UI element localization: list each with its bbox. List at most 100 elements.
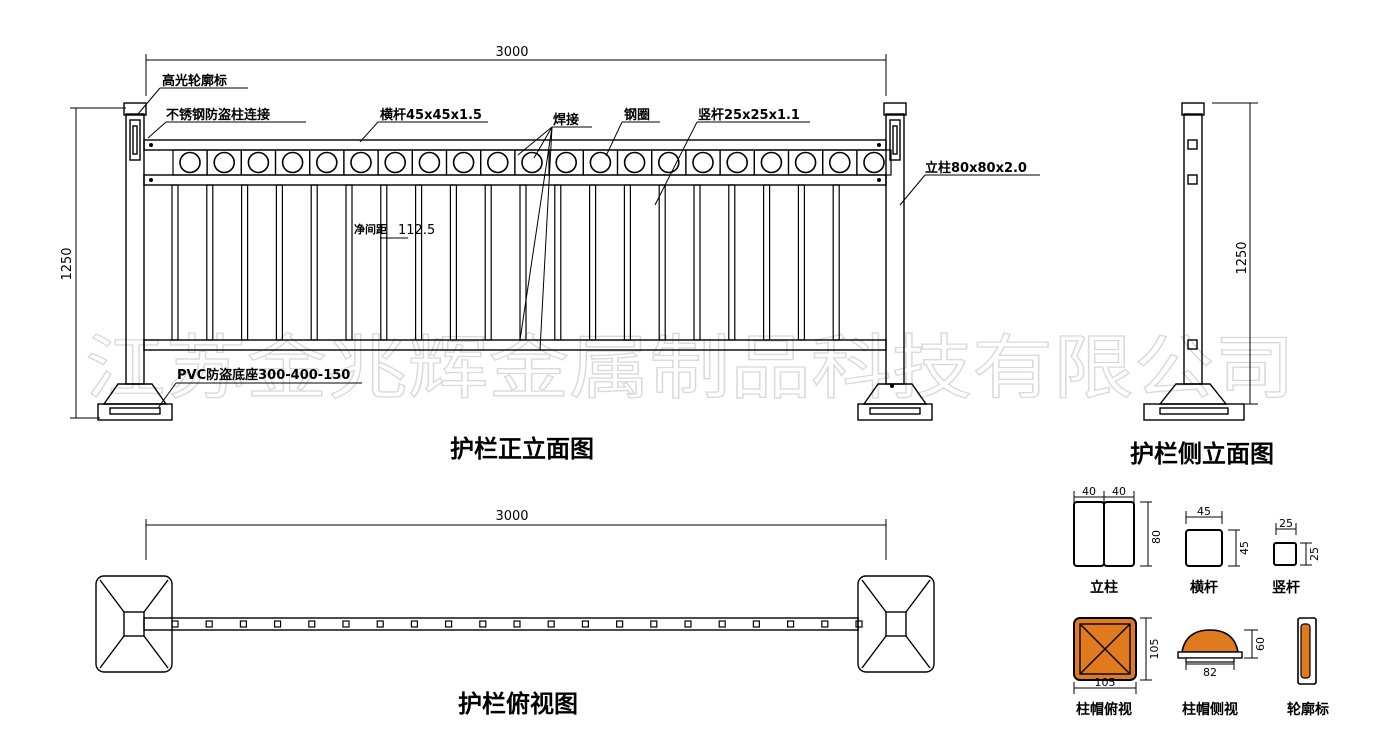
ring-cell [206, 149, 242, 176]
steel-ring [247, 151, 270, 174]
ring-cell [616, 149, 653, 176]
picket-plan-mark [308, 620, 316, 628]
ring-cell [240, 149, 276, 176]
top-view-caption: 护栏俯视图 [458, 689, 578, 718]
label-weld: 焊接 [553, 112, 579, 128]
picket [206, 184, 214, 341]
side-height-dim: 1250 [1235, 241, 1250, 274]
picket [275, 184, 283, 341]
side-elevation: 1250 护栏侧立面图 [1130, 102, 1274, 468]
picket [310, 184, 318, 341]
picket-detail-caption: 竖杆 [1272, 579, 1300, 596]
label-picket: 竖杆25x25x1.1 [698, 107, 800, 123]
ring-cell [787, 149, 824, 176]
right-base-plan [857, 575, 935, 673]
picket-plan-mark [718, 620, 726, 628]
top-view: 3000 护栏俯视图 [95, 509, 935, 718]
side-view-caption: 护栏侧立面图 [1130, 439, 1274, 468]
top-rail-plan [143, 617, 859, 631]
ring-cell [719, 149, 755, 176]
steel-ring [555, 151, 578, 174]
cap-side-caption: 柱帽侧视 [1182, 701, 1238, 718]
picket-detail-h: 25 [1308, 547, 1321, 561]
steel-ring [384, 151, 407, 174]
picket-plan-mark [342, 620, 350, 628]
label-base: PVC防盗底座300-400-150 [177, 367, 350, 383]
picket-detail-w: 25 [1279, 517, 1293, 530]
detail-post: 40 40 80 立柱 [1073, 485, 1163, 596]
steel-ring [521, 151, 543, 174]
picket [415, 184, 423, 341]
picket [832, 184, 840, 341]
picket-plan-mark [445, 620, 453, 628]
steel-ring [452, 151, 475, 174]
steel-ring [213, 151, 235, 174]
steel-ring [657, 151, 680, 174]
steel-ring [623, 151, 646, 174]
steel-ring [589, 151, 612, 174]
detail-picket: 25 25 竖杆 [1272, 517, 1321, 596]
reflector-caption: 轮廓标 [1287, 701, 1329, 718]
detail-reflector: 轮廓标 [1287, 617, 1329, 718]
cap-side-h: 60 [1254, 637, 1267, 651]
detail-cap-top: 105 105 柱帽俯视 [1073, 617, 1161, 718]
cap-top-h: 105 [1148, 639, 1161, 660]
picket [728, 184, 736, 341]
picket [484, 184, 492, 341]
picket-plan-mark [547, 620, 555, 628]
post-detail-w2: 40 [1112, 485, 1126, 498]
steel-ring [179, 151, 201, 174]
picket-plan-mark [205, 620, 213, 628]
label-gap-value: 112.5 [398, 223, 435, 238]
steel-ring [281, 151, 304, 174]
picket [380, 184, 388, 341]
steel-ring [692, 151, 714, 174]
front-height-dim: 1250 [60, 247, 75, 280]
picket-plan-mark [239, 620, 247, 628]
front-width-dim: 3000 [495, 45, 528, 60]
picket [345, 184, 353, 341]
ring-cell [172, 149, 208, 176]
leader-lines [137, 87, 1040, 409]
ring-cell [582, 149, 619, 176]
picket [762, 184, 771, 341]
steel-ring [726, 151, 749, 174]
cap-top-w: 105 [1095, 676, 1116, 689]
ring-row [172, 149, 892, 176]
top-width-dim: 3000 [495, 509, 528, 524]
top-rail [143, 139, 887, 151]
picket [449, 184, 457, 341]
label-gap: 净间距 [354, 222, 387, 236]
detail-cap-side: 82 60 柱帽侧视 [1177, 629, 1267, 718]
ring-cell [343, 149, 379, 176]
label-ring: 钢圈 [624, 107, 650, 123]
steel-ring [760, 151, 783, 174]
picket-plan-mark [786, 620, 795, 628]
picket-plan-mark [410, 620, 418, 628]
middle-rail [143, 174, 887, 186]
ring-cell [446, 149, 482, 176]
picket-plan-mark [513, 620, 521, 628]
picket [693, 184, 701, 341]
picket-plan-mark [821, 620, 829, 628]
steel-ring [863, 151, 885, 174]
post-detail-caption: 立柱 [1090, 579, 1118, 596]
steel-ring [315, 151, 338, 174]
picket-plan-mark [581, 620, 590, 628]
ring-cell [822, 149, 858, 176]
picket-plan-mark [376, 620, 384, 628]
picket [241, 184, 249, 341]
picket [623, 184, 632, 341]
label-connector: 不锈钢防盗柱连接 [166, 107, 270, 123]
reflector-strip [1300, 623, 1311, 679]
bottom-rail [143, 339, 887, 351]
picket [519, 184, 527, 341]
picket [588, 184, 597, 341]
top-picket-row [171, 620, 863, 628]
front-elevation: 3000 1250 [60, 45, 1040, 463]
steel-ring [418, 151, 441, 174]
picket-row [171, 184, 840, 341]
ring-cell [275, 149, 311, 176]
front-view-caption: 护栏正立面图 [450, 434, 594, 463]
picket-plan-mark [274, 620, 282, 628]
